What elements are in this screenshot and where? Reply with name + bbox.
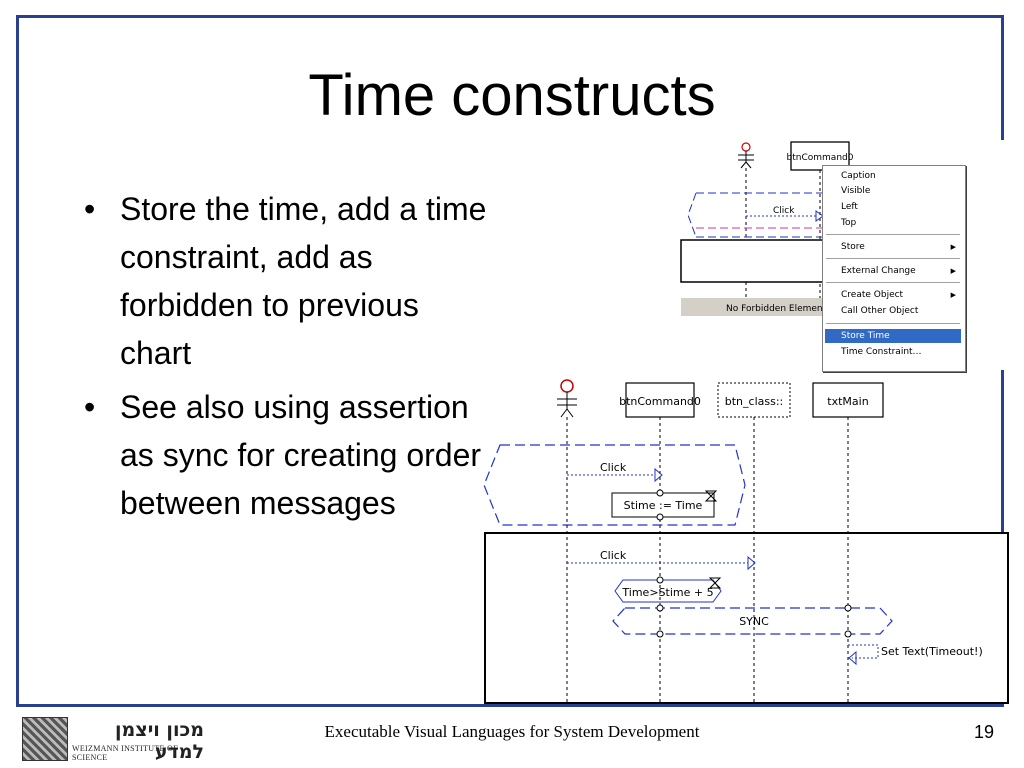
top-chart-canvas: btnCommand0 Click No Forbidden Element [680,141,854,316]
menu-item-store-time[interactable]: Store Time [825,329,961,343]
menu-item-label: Left [841,202,858,212]
bullet-dot: • [84,389,96,425]
submenu-arrow-icon: ▶ [950,267,956,275]
prechart-hexagon [483,444,746,526]
object-box-btncommand[interactable] [625,382,695,418]
condition-label: SYNC [739,615,769,628]
weizmann-emblem-icon [22,717,68,761]
main-chart-box [484,532,1009,704]
menu-item-call-other-object[interactable]: Call Other Object [825,304,961,318]
menu-item-external-change[interactable]: External Change ▶ [825,264,961,278]
submenu-arrow-icon: ▶ [950,291,956,299]
menu-item-label: Top [841,218,857,228]
time-constraint-shape [614,579,722,603]
menu-item-label: Visible [841,186,871,196]
message-label: Set Text(Timeout!) [881,645,983,658]
actor-icon [738,142,754,169]
menu-item-visible[interactable]: Visible [825,184,961,198]
object-label: btn_class:: [725,395,784,408]
menu-item-caption[interactable]: Caption [825,169,961,183]
menu-separator [826,258,960,259]
slide-title: Time constructs [308,63,716,128]
bullet-dot: • [84,191,96,227]
submenu-arrow-icon: ▶ [950,243,956,251]
weizmann-logo: מכון ויצמן למדע WEIZMANN INSTITUTE OF SC… [22,717,207,763]
bullet-item: • Store the time, add a time constraint, … [80,185,490,377]
menu-item-label: Time Constraint… [841,347,922,357]
footer-text: Executable Visual Languages for System D… [324,722,700,741]
menu-item-label: Store Time [841,331,890,341]
message-label: Click [600,461,627,474]
menu-item-store[interactable]: Store ▶ [825,240,961,254]
bullet-text: See also using assertion as sync for cre… [120,389,482,521]
menu-separator [826,282,960,283]
status-bar [681,298,841,316]
bullet-list: • Store the time, add a time constraint, … [80,185,490,533]
main-chart-box [680,239,842,283]
menu-item-time-constraint[interactable]: Time Constraint… [825,345,961,359]
message-label: Click [600,549,627,562]
menu-item-label: Call Other Object [841,306,919,316]
bullet-item: • See also using assertion as sync for cr… [80,383,490,527]
sequence-chart-canvas: btnCommand0 btn_class:: txtMain Click St… [483,379,1009,704]
bottom-diagram: btnCommand0 btn_class:: txtMain Click St… [480,375,1010,705]
actor-icon [557,379,577,418]
sync-condition-shape [612,607,893,635]
menu-item-label: Caption [841,171,876,181]
menu-separator [826,323,960,324]
menu-item-label: Create Object [841,290,904,300]
object-label: btnCommand0 [787,153,854,163]
logo-hebrew-text: מכון ויצמן למדע [115,719,204,763]
menu-item-top[interactable]: Top [825,216,961,230]
condition-label: Time>Stime + 5 [621,586,713,599]
page-number: 19 [973,722,994,742]
menu-item-left[interactable]: Left [825,200,961,214]
menu-item-create-object[interactable]: Create Object ▶ [825,288,961,302]
menu-item-label: Store [841,242,865,252]
message-label: Click [773,206,795,216]
condition-label: Stime := Time [624,499,703,512]
object-label: txtMain [827,395,868,408]
context-menu: Caption Visible Left Top Store ▶ External… [822,165,966,372]
bullet-text: Store the time, add a time constraint, a… [120,191,487,371]
logo-english-text: WEIZMANN INSTITUTE OF SCIENCE [72,744,178,762]
assignment-box [611,492,715,518]
menu-item-label: External Change [841,266,916,276]
menu-separator [826,234,960,235]
object-label: btnCommand0 [619,395,701,408]
status-text: No Forbidden Element [726,304,827,314]
